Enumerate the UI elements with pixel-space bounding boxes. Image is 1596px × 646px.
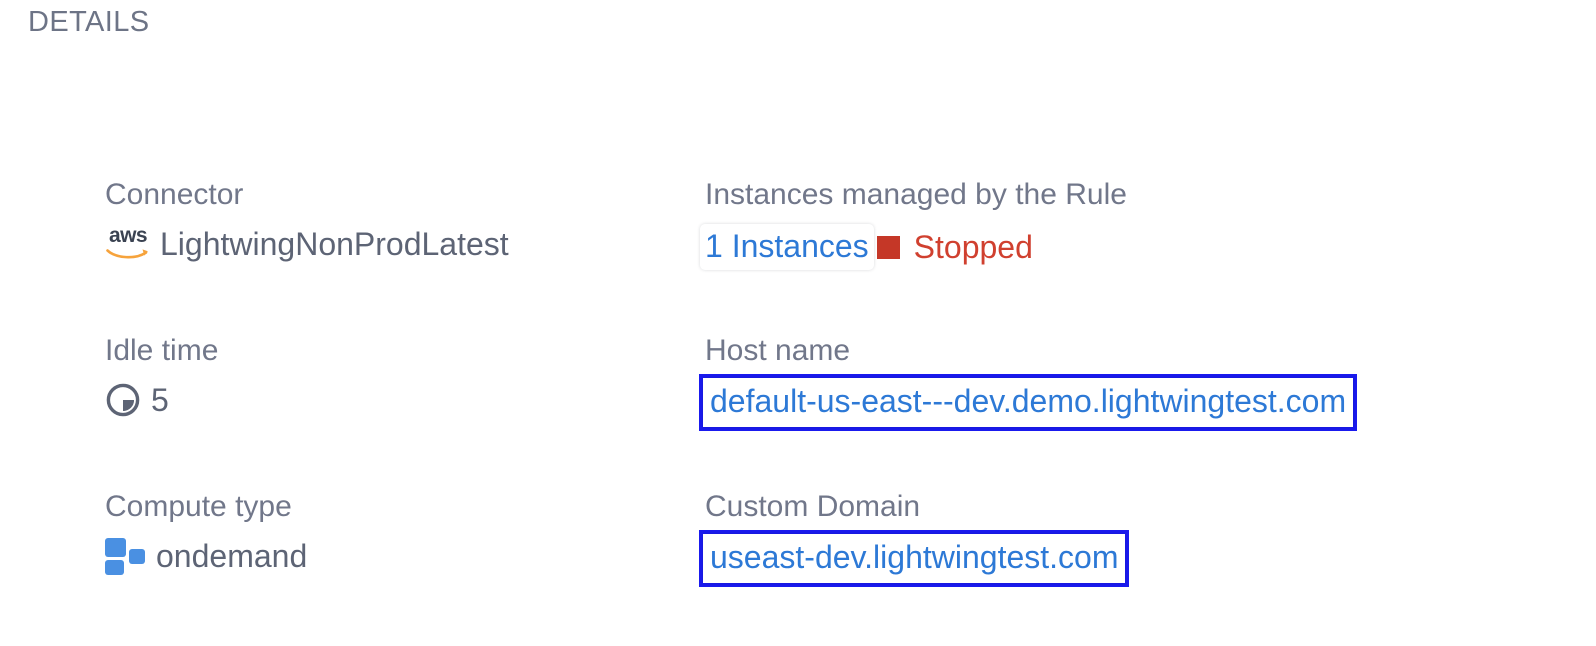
field-connector: Connector aws LightwingNonProdLatest [105, 178, 509, 264]
details-row: Compute type ondemand Custom Domain usea… [105, 490, 1575, 646]
field-idle-time: Idle time 5 [105, 334, 218, 420]
host-name-annotation-box: default-us-east---dev.demo.lightwingtest… [699, 374, 1358, 431]
host-name-label: Host name [705, 334, 851, 367]
field-host-name: Host name default-us-east---dev.demo.lig… [699, 334, 1358, 431]
pie-clock-icon [106, 383, 140, 417]
instances-count-link[interactable]: 1 Instances [700, 224, 874, 270]
custom-domain-annotation-box: useast-dev.lightwingtest.com [699, 530, 1130, 587]
connector-value-row: aws LightwingNonProdLatest [105, 224, 509, 264]
aws-logo-text: aws [109, 224, 148, 247]
instances-value-row: 1 Instances Stopped [700, 224, 1127, 270]
idle-time-label: Idle time [105, 334, 219, 367]
instances-label: Instances managed by the Rule [705, 178, 1127, 211]
status-badge: Stopped [913, 229, 1033, 265]
connector-name: LightwingNonProdLatest [160, 226, 509, 262]
details-row: Connector aws LightwingNonProdLatest Ins… [105, 178, 1575, 334]
connector-label: Connector [105, 178, 244, 211]
field-custom-domain: Custom Domain useast-dev.lightwingtest.c… [699, 490, 1130, 587]
aws-logo-icon: aws [105, 224, 151, 261]
stopped-square-icon [876, 235, 900, 259]
compute-type-label: Compute type [105, 490, 292, 523]
idle-time-value: 5 [151, 382, 169, 418]
field-compute-type: Compute type ondemand [105, 490, 307, 576]
details-grid: Connector aws LightwingNonProdLatest Ins… [105, 178, 1575, 646]
idle-time-value-row: 5 [105, 380, 218, 420]
custom-domain-label: Custom Domain [705, 490, 921, 523]
page-title: DETAILS [28, 6, 150, 38]
host-name-link[interactable]: default-us-east---dev.demo.lightwingtest… [703, 378, 1354, 427]
custom-domain-link[interactable]: useast-dev.lightwingtest.com [703, 534, 1126, 583]
blocks-icon [105, 538, 145, 575]
field-instances: Instances managed by the Rule 1 Instance… [700, 178, 1127, 270]
compute-type-value: ondemand [156, 538, 308, 574]
compute-type-value-row: ondemand [105, 536, 307, 576]
aws-smile-icon [106, 249, 148, 259]
details-row: Idle time 5 Host name default- [105, 334, 1575, 490]
